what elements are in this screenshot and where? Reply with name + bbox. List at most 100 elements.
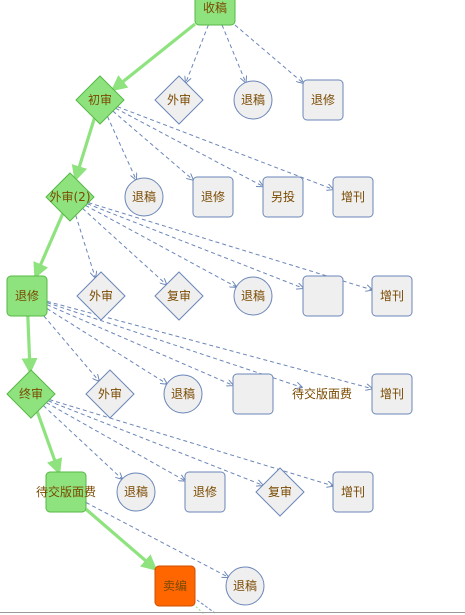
node-label: 退稿 <box>171 386 195 401</box>
node-shape-diamond <box>75 75 125 125</box>
edge-chushen-to-waishen2 <box>71 117 96 182</box>
node-blank_c[interactable] <box>302 275 344 317</box>
edges-layer <box>21 22 372 615</box>
node-daijiao_d[interactable]: 待交版面费 <box>292 386 352 401</box>
edge-waishen2-to-tuigao_c <box>85 204 237 287</box>
node-shape-rect <box>332 176 374 218</box>
node-tuigao_b[interactable]: 退稿 <box>124 177 164 217</box>
edge-tuixiu_main-to-waishen_d <box>43 315 99 381</box>
edge-tuixiu_main-to-tuigao_d <box>46 308 167 384</box>
edge-waishen2-to-blank_c <box>87 203 303 288</box>
node-shape-circle <box>225 566 265 606</box>
node-shape-rect <box>371 275 413 317</box>
node-label: 退稿 <box>241 288 265 303</box>
node-label: 终审 <box>19 386 43 401</box>
node-label: 增刊 <box>341 190 365 204</box>
node-tuigao_e[interactable]: 退稿 <box>116 472 156 512</box>
node-tuixiu_e[interactable]: 退修 <box>184 471 226 513</box>
node-tuixiu_b[interactable]: 退修 <box>192 176 234 218</box>
edge-zhongshen-to-zengkan_e <box>49 399 333 486</box>
node-waishen_d[interactable]: 外审 <box>85 369 135 419</box>
node-blank_d[interactable] <box>232 373 274 415</box>
node-maibian[interactable]: 卖编 <box>154 565 196 607</box>
node-label: 待交版面费 <box>36 484 96 499</box>
node-shape-rect <box>371 373 413 415</box>
edge-waishen2-to-fushen_c <box>82 208 167 284</box>
node-shape-rect <box>192 176 234 218</box>
node-chushen[interactable]: 初审 <box>75 75 125 125</box>
node-shape-diamond <box>255 467 305 517</box>
edge-tuixiu_main-to-blank_d <box>46 304 233 386</box>
node-shape-rect <box>232 373 274 415</box>
node-label: 退稿 <box>233 578 257 593</box>
node-tuigao_f[interactable]: 退稿 <box>225 566 265 606</box>
edge-daijiao_main-to-maibian <box>84 508 158 571</box>
node-label: 退稿 <box>132 189 156 204</box>
node-lingtou_b[interactable]: 另投 <box>262 176 304 218</box>
node-label: 退修 <box>15 288 39 303</box>
node-shougao[interactable]: 收稿 <box>194 0 236 26</box>
node-label: 退修 <box>201 189 225 204</box>
edge-shougao-to-tuigao_a <box>221 24 246 82</box>
edge-shougao-to-tuixiu_a <box>234 24 303 83</box>
node-label: 另投 <box>271 189 295 204</box>
node-shape-rect <box>332 471 374 513</box>
node-shape-circle <box>163 374 203 414</box>
edge-tuixiu_main-to-daijiao_d <box>46 302 302 388</box>
node-shape-circle <box>233 276 273 316</box>
edge-tail-branch <box>196 599 216 614</box>
node-shape-diamond <box>76 271 126 321</box>
edge-waishen2-to-zengkan_c <box>88 202 372 290</box>
edge-chushen-to-tuigao_b <box>107 116 136 180</box>
node-zengkan_c[interactable]: 增刊 <box>371 275 413 317</box>
node-daijiao_main[interactable]: 待交版面费 <box>36 471 96 513</box>
edge-zhongshen-to-daijiao_main <box>35 411 63 476</box>
node-label: 增刊 <box>380 289 404 303</box>
node-shape-rect <box>302 275 344 317</box>
bottom-border <box>0 612 465 613</box>
edge-zhongshen-to-fushen_e <box>48 400 263 485</box>
node-label: 卖编 <box>163 578 187 593</box>
node-tuixiu_a[interactable]: 退修 <box>302 79 344 121</box>
edge-tuixiu_main-to-zhongshen <box>21 315 38 375</box>
node-tuixiu_main[interactable]: 退修 <box>6 275 48 317</box>
node-shape-circle <box>233 80 273 120</box>
node-fushen_e[interactable]: 复审 <box>255 467 305 517</box>
edge-chushen-to-tuixiu_b <box>112 110 193 180</box>
edge-daijiao_main-to-tuigao_f <box>85 502 228 578</box>
node-label: 退修 <box>193 484 217 499</box>
node-waishen2[interactable]: 外审(2) <box>45 172 95 222</box>
node-waishen_a[interactable]: 外审 <box>154 75 204 125</box>
node-label: 初审 <box>88 92 112 107</box>
node-label: 外审 <box>98 386 122 401</box>
node-shape-rect <box>6 275 48 317</box>
node-tuigao_a[interactable]: 退稿 <box>233 80 273 120</box>
node-label: 退稿 <box>124 484 148 499</box>
node-shape-diamond <box>154 271 204 321</box>
node-shape-rect <box>262 176 304 218</box>
edge-waishen2-to-waishen_c <box>75 215 96 277</box>
node-fushen_c[interactable]: 复审 <box>154 271 204 321</box>
edge-waishen2-to-tuixiu_main <box>33 213 65 279</box>
node-label: 复审 <box>268 484 292 499</box>
node-shape-diamond <box>45 172 95 222</box>
node-shape-circle <box>116 472 156 512</box>
nodes-layer: 收稿初审外审退稿退修外审(2)退稿退修另投增刊退修外审复审退稿增刊终审外审退稿待… <box>6 0 413 607</box>
node-zengkan_d[interactable]: 增刊 <box>371 373 413 415</box>
node-label: 复审 <box>167 288 191 303</box>
edge-chushen-to-lingtou_b <box>115 107 263 186</box>
node-zhongshen[interactable]: 终审 <box>6 369 56 419</box>
node-zengkan_b[interactable]: 增刊 <box>332 176 374 218</box>
node-shape-rect <box>302 79 344 121</box>
node-tuigao_c[interactable]: 退稿 <box>233 276 273 316</box>
node-tuigao_d[interactable]: 退稿 <box>163 374 203 414</box>
node-waishen_c[interactable]: 外审 <box>76 271 126 321</box>
node-shape-rect <box>154 565 196 607</box>
node-shape-rect <box>45 471 87 513</box>
node-zengkan_e[interactable]: 增刊 <box>332 471 374 513</box>
node-shape-diamond <box>6 369 56 419</box>
edge-shougao-to-chushen <box>110 22 196 92</box>
node-label: 收稿 <box>203 0 227 15</box>
node-label: 增刊 <box>380 387 404 401</box>
node-label: 增刊 <box>341 485 365 499</box>
